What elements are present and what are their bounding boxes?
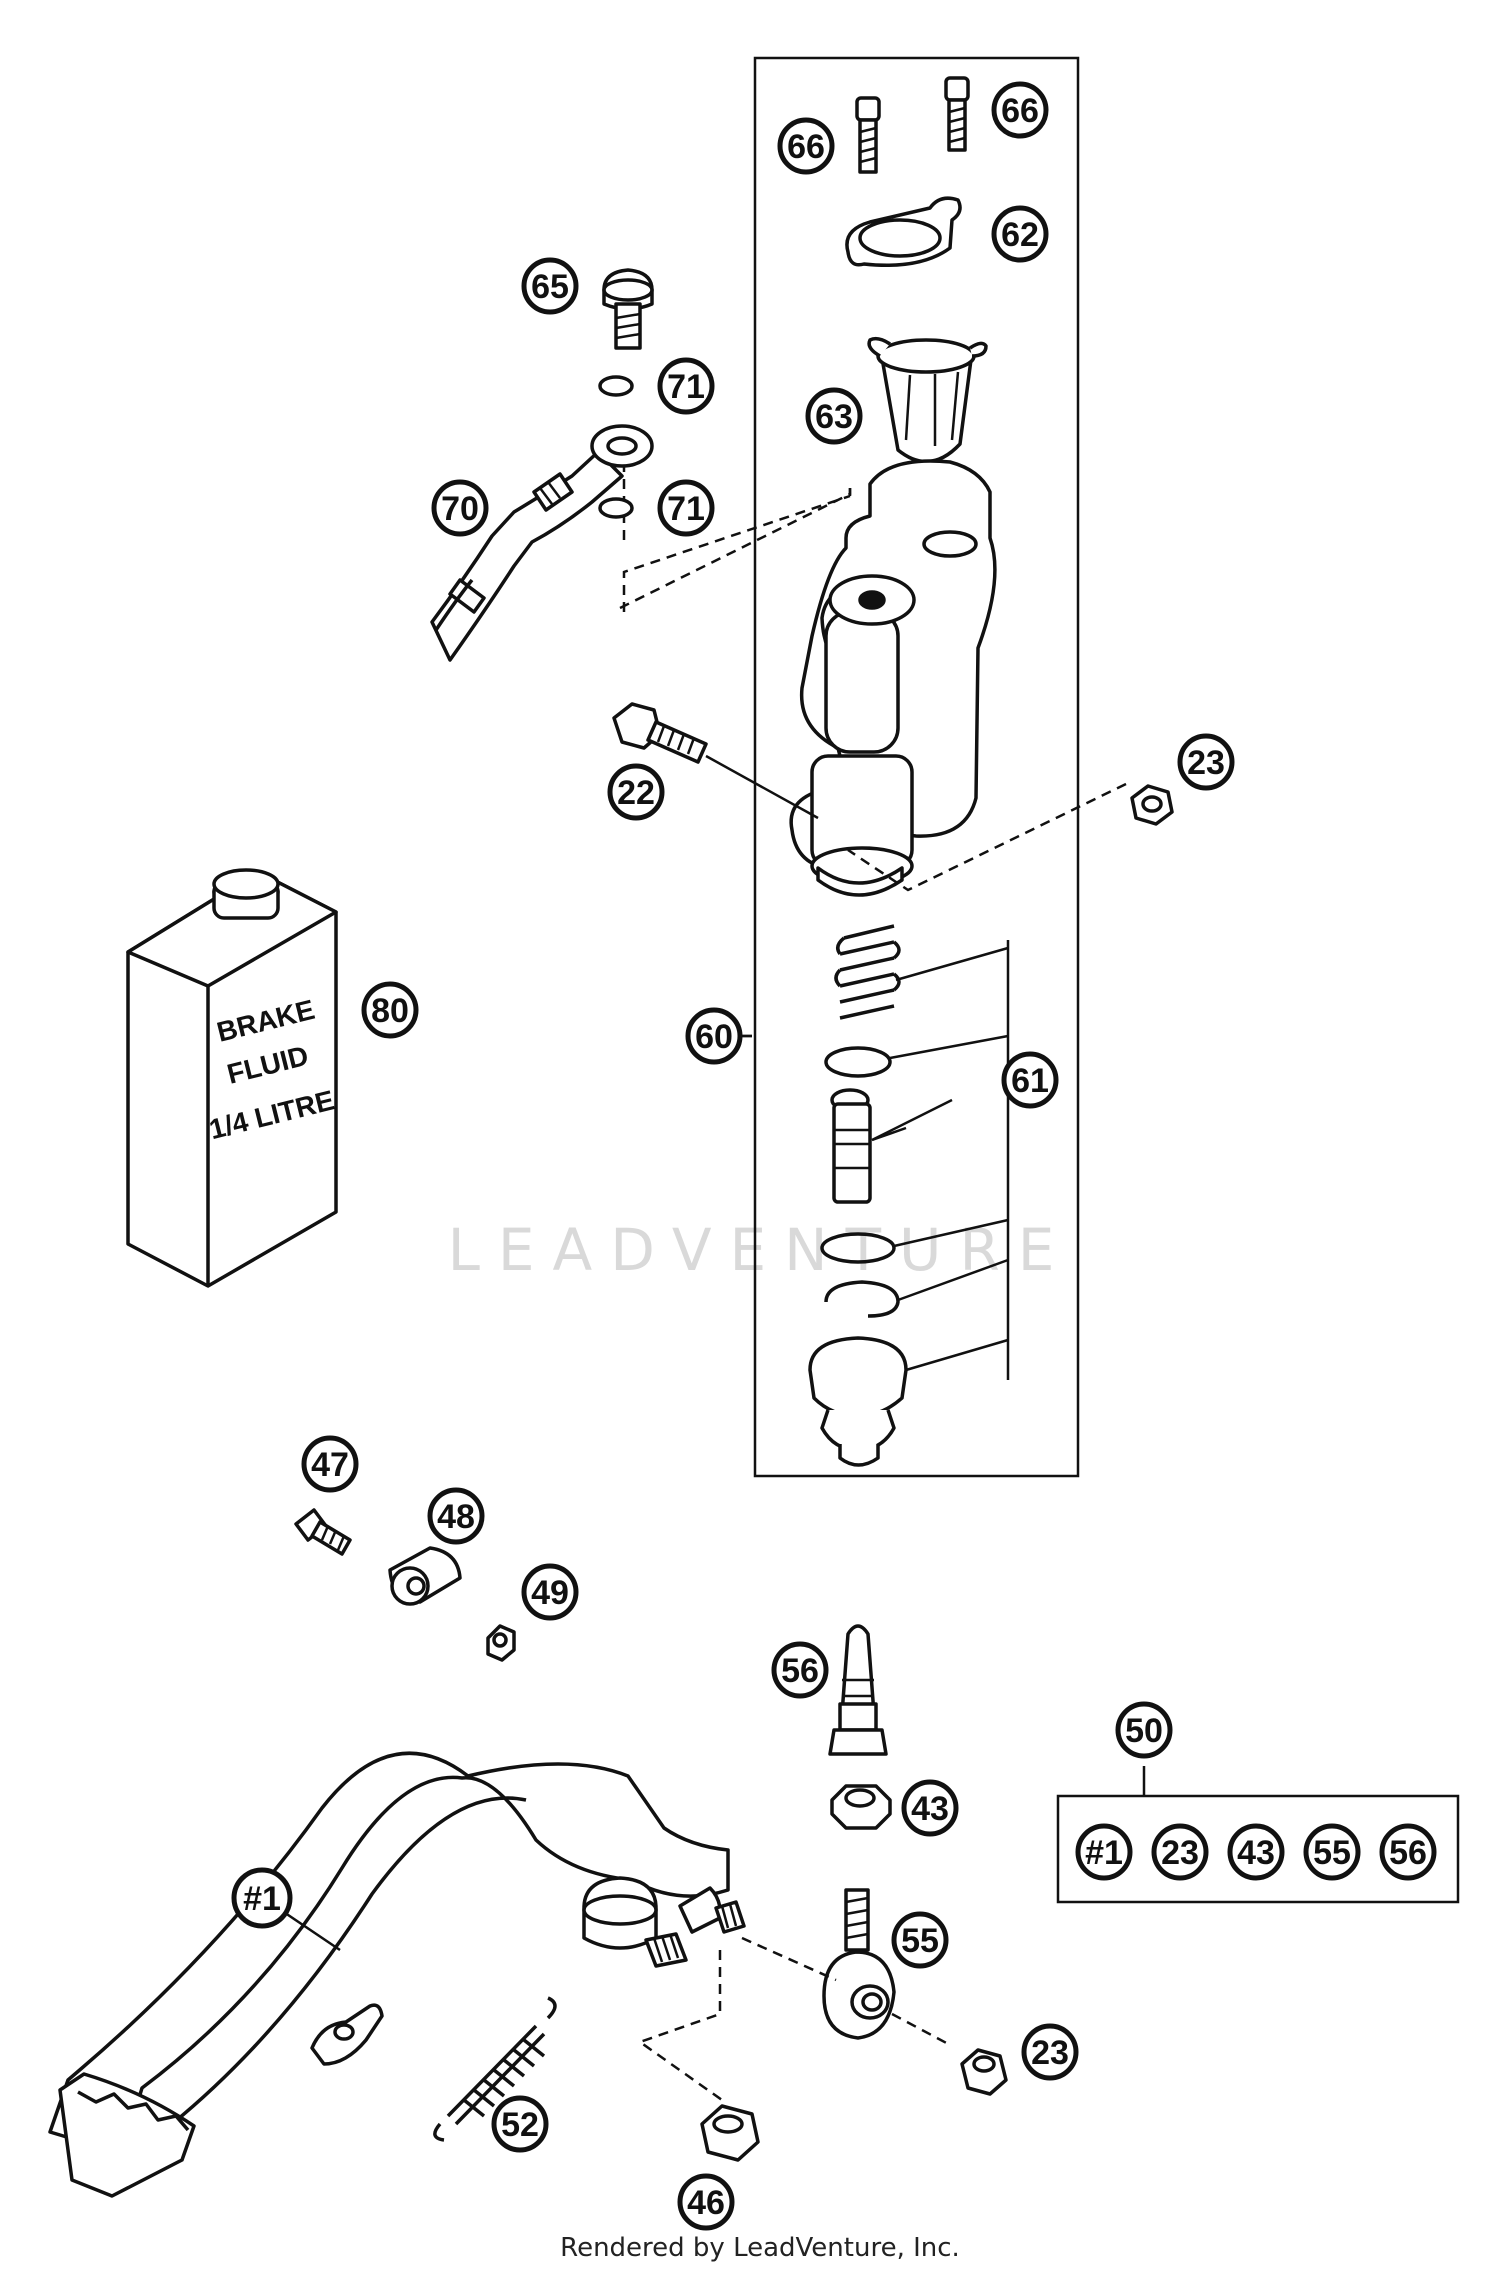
callout-52: 52 bbox=[491, 2095, 549, 2153]
footer-credit: Rendered by LeadVenture, Inc. bbox=[560, 2233, 960, 2263]
dashed-link-nut-23 bbox=[847, 782, 1127, 892]
svg-text:70: 70 bbox=[441, 490, 479, 528]
callout-71-top: 71 bbox=[657, 357, 715, 415]
callout-49: 49 bbox=[521, 1563, 579, 1621]
callout-48: 48 bbox=[427, 1487, 485, 1545]
callout-71-bottom: 71 bbox=[657, 479, 715, 537]
screw-47 bbox=[294, 1508, 352, 1556]
svg-text:#1: #1 bbox=[243, 1880, 281, 1918]
svg-text:56: 56 bbox=[1389, 1834, 1427, 1872]
svg-text:52: 52 bbox=[501, 2106, 539, 2144]
callout-56: 56 bbox=[771, 1641, 829, 1699]
callout-23-upper: 23 bbox=[1177, 733, 1235, 791]
callout-brake-pedal: #1 bbox=[231, 1867, 293, 1929]
callout-61: 61 bbox=[1001, 1051, 1059, 1109]
svg-text:46: 46 bbox=[687, 2184, 725, 2222]
washer-71-bottom bbox=[598, 497, 634, 519]
svg-text:22: 22 bbox=[617, 774, 655, 812]
brake-fluid-can-80: BRAKE FLUID 1/4 LITRE bbox=[126, 868, 338, 1288]
watermark: LEADVENTURE bbox=[448, 1216, 1073, 1284]
svg-text:55: 55 bbox=[901, 1922, 939, 1960]
svg-text:65: 65 bbox=[531, 268, 569, 306]
svg-text:71: 71 bbox=[667, 490, 705, 528]
nut-23-upper bbox=[1130, 784, 1174, 826]
nut-46 bbox=[700, 2104, 760, 2162]
kit-item-1: #1 bbox=[1075, 1823, 1133, 1881]
master-cylinder-body bbox=[789, 459, 997, 897]
screw-66-right bbox=[944, 76, 970, 152]
kit-item-55: 55 bbox=[1303, 1823, 1361, 1881]
kit-item-56: 56 bbox=[1379, 1823, 1437, 1881]
callout-55: 55 bbox=[891, 1911, 949, 1969]
pushrod-56 bbox=[828, 1624, 888, 1756]
svg-text:47: 47 bbox=[311, 1446, 349, 1484]
spring bbox=[834, 924, 1009, 1020]
callout-22: 22 bbox=[607, 763, 665, 821]
clevis-55 bbox=[822, 1888, 896, 2040]
master-cylinder-frame bbox=[753, 56, 1080, 1478]
callout-46: 46 bbox=[677, 2173, 735, 2231]
svg-text:80: 80 bbox=[371, 992, 409, 1030]
callout-60: 60 bbox=[685, 1007, 743, 1065]
svg-text:62: 62 bbox=[1001, 216, 1039, 254]
brake-pedal-1 bbox=[48, 1751, 746, 2198]
banjo-bolt-65 bbox=[602, 268, 654, 350]
svg-text:50: 50 bbox=[1125, 1712, 1163, 1750]
svg-text:66: 66 bbox=[1001, 92, 1039, 130]
svg-text:48: 48 bbox=[437, 1498, 475, 1536]
dashed-link-banjo-2 bbox=[619, 488, 852, 610]
callout-62: 62 bbox=[991, 205, 1049, 263]
circlip bbox=[824, 1280, 900, 1318]
return-spring-52 bbox=[433, 1996, 557, 2142]
callout-66-left: 66 bbox=[777, 117, 835, 175]
bushing-48 bbox=[388, 1546, 462, 1606]
svg-text:55: 55 bbox=[1313, 1834, 1351, 1872]
dust-boot bbox=[808, 1336, 1009, 1467]
piston-61 bbox=[830, 1088, 953, 1204]
callout-50: 50 bbox=[1115, 1701, 1173, 1759]
nut-43 bbox=[830, 1784, 892, 1830]
svg-text:43: 43 bbox=[1237, 1834, 1275, 1872]
svg-text:23: 23 bbox=[1187, 744, 1225, 782]
callout-63: 63 bbox=[805, 387, 863, 445]
kit-item-23: 23 bbox=[1151, 1823, 1209, 1881]
svg-text:43: 43 bbox=[911, 1790, 949, 1828]
o-ring bbox=[824, 1046, 892, 1078]
svg-text:23: 23 bbox=[1161, 1834, 1199, 1872]
leader-o-ring bbox=[889, 1034, 1009, 1060]
callout-47: 47 bbox=[301, 1435, 359, 1493]
callout-80: 80 bbox=[361, 981, 419, 1039]
svg-text:23: 23 bbox=[1031, 2034, 1069, 2072]
svg-text:60: 60 bbox=[695, 1018, 733, 1056]
nut-49 bbox=[486, 1624, 516, 1662]
kit-50-box bbox=[1056, 1766, 1460, 1904]
svg-text:49: 49 bbox=[531, 1574, 569, 1612]
piston-washer bbox=[820, 1232, 896, 1264]
callout-66-right: 66 bbox=[991, 81, 1049, 139]
leader-61 bbox=[871, 1126, 907, 1142]
dashed-link-clevis bbox=[741, 1936, 953, 2048]
callout-65: 65 bbox=[521, 257, 579, 315]
leader-washer bbox=[893, 1218, 1009, 1248]
callout-70: 70 bbox=[431, 479, 489, 537]
svg-text:56: 56 bbox=[781, 1652, 819, 1690]
kit-item-43: 43 bbox=[1227, 1823, 1285, 1881]
callout-23-lower: 23 bbox=[1021, 2023, 1079, 2081]
brake-hose-70 bbox=[430, 424, 654, 662]
svg-text:63: 63 bbox=[815, 398, 853, 436]
screw-66-left bbox=[855, 96, 881, 174]
svg-text:71: 71 bbox=[667, 368, 705, 406]
svg-text:#1: #1 bbox=[1085, 1834, 1123, 1872]
svg-text:66: 66 bbox=[787, 128, 825, 166]
dashed-link-nut-46 bbox=[637, 1950, 723, 2102]
bolt-22 bbox=[612, 702, 819, 820]
reservoir-insert-63 bbox=[867, 336, 988, 464]
callout-43: 43 bbox=[901, 1779, 959, 1837]
nut-23-lower bbox=[960, 2048, 1008, 2096]
svg-text:61: 61 bbox=[1011, 1062, 1049, 1100]
reservoir-cover-62 bbox=[845, 196, 962, 268]
leader-circlip bbox=[897, 1258, 1009, 1302]
washer-71-top bbox=[598, 375, 634, 397]
